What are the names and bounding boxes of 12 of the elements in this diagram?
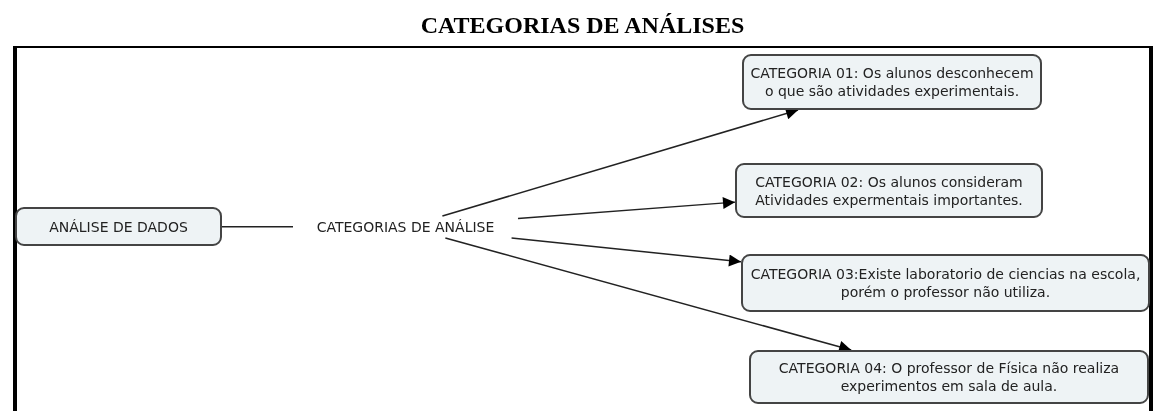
concept-box: CATEGORIA 01: Os alunos desconhecem o que são atividades experimentais. bbox=[742, 54, 1042, 110]
diagram-title: CATEGORIAS DE ANÁLISES bbox=[420, 11, 745, 40]
arrow bbox=[441, 107, 799, 217]
concept-label: CATEGORIAS DE ANÁLISE bbox=[293, 216, 518, 238]
arrow bbox=[517, 197, 736, 220]
connector-line bbox=[221, 225, 294, 228]
concept-box: CATEGORIA 04: O professor de Física não realiza experimentos em sala de aula. bbox=[749, 350, 1149, 404]
concept-box: CATEGORIA 02: Os alunos consideram Atividades expermentais importantes. bbox=[735, 163, 1043, 218]
concept-box: ANÁLISE DE DADOS bbox=[15, 207, 222, 246]
arrow bbox=[444, 237, 852, 353]
concept-box: CATEGORIA 03:Existe laboratorio de ciencias na escola, porém o professor não utiliza. bbox=[741, 254, 1150, 312]
arrow bbox=[510, 237, 742, 267]
